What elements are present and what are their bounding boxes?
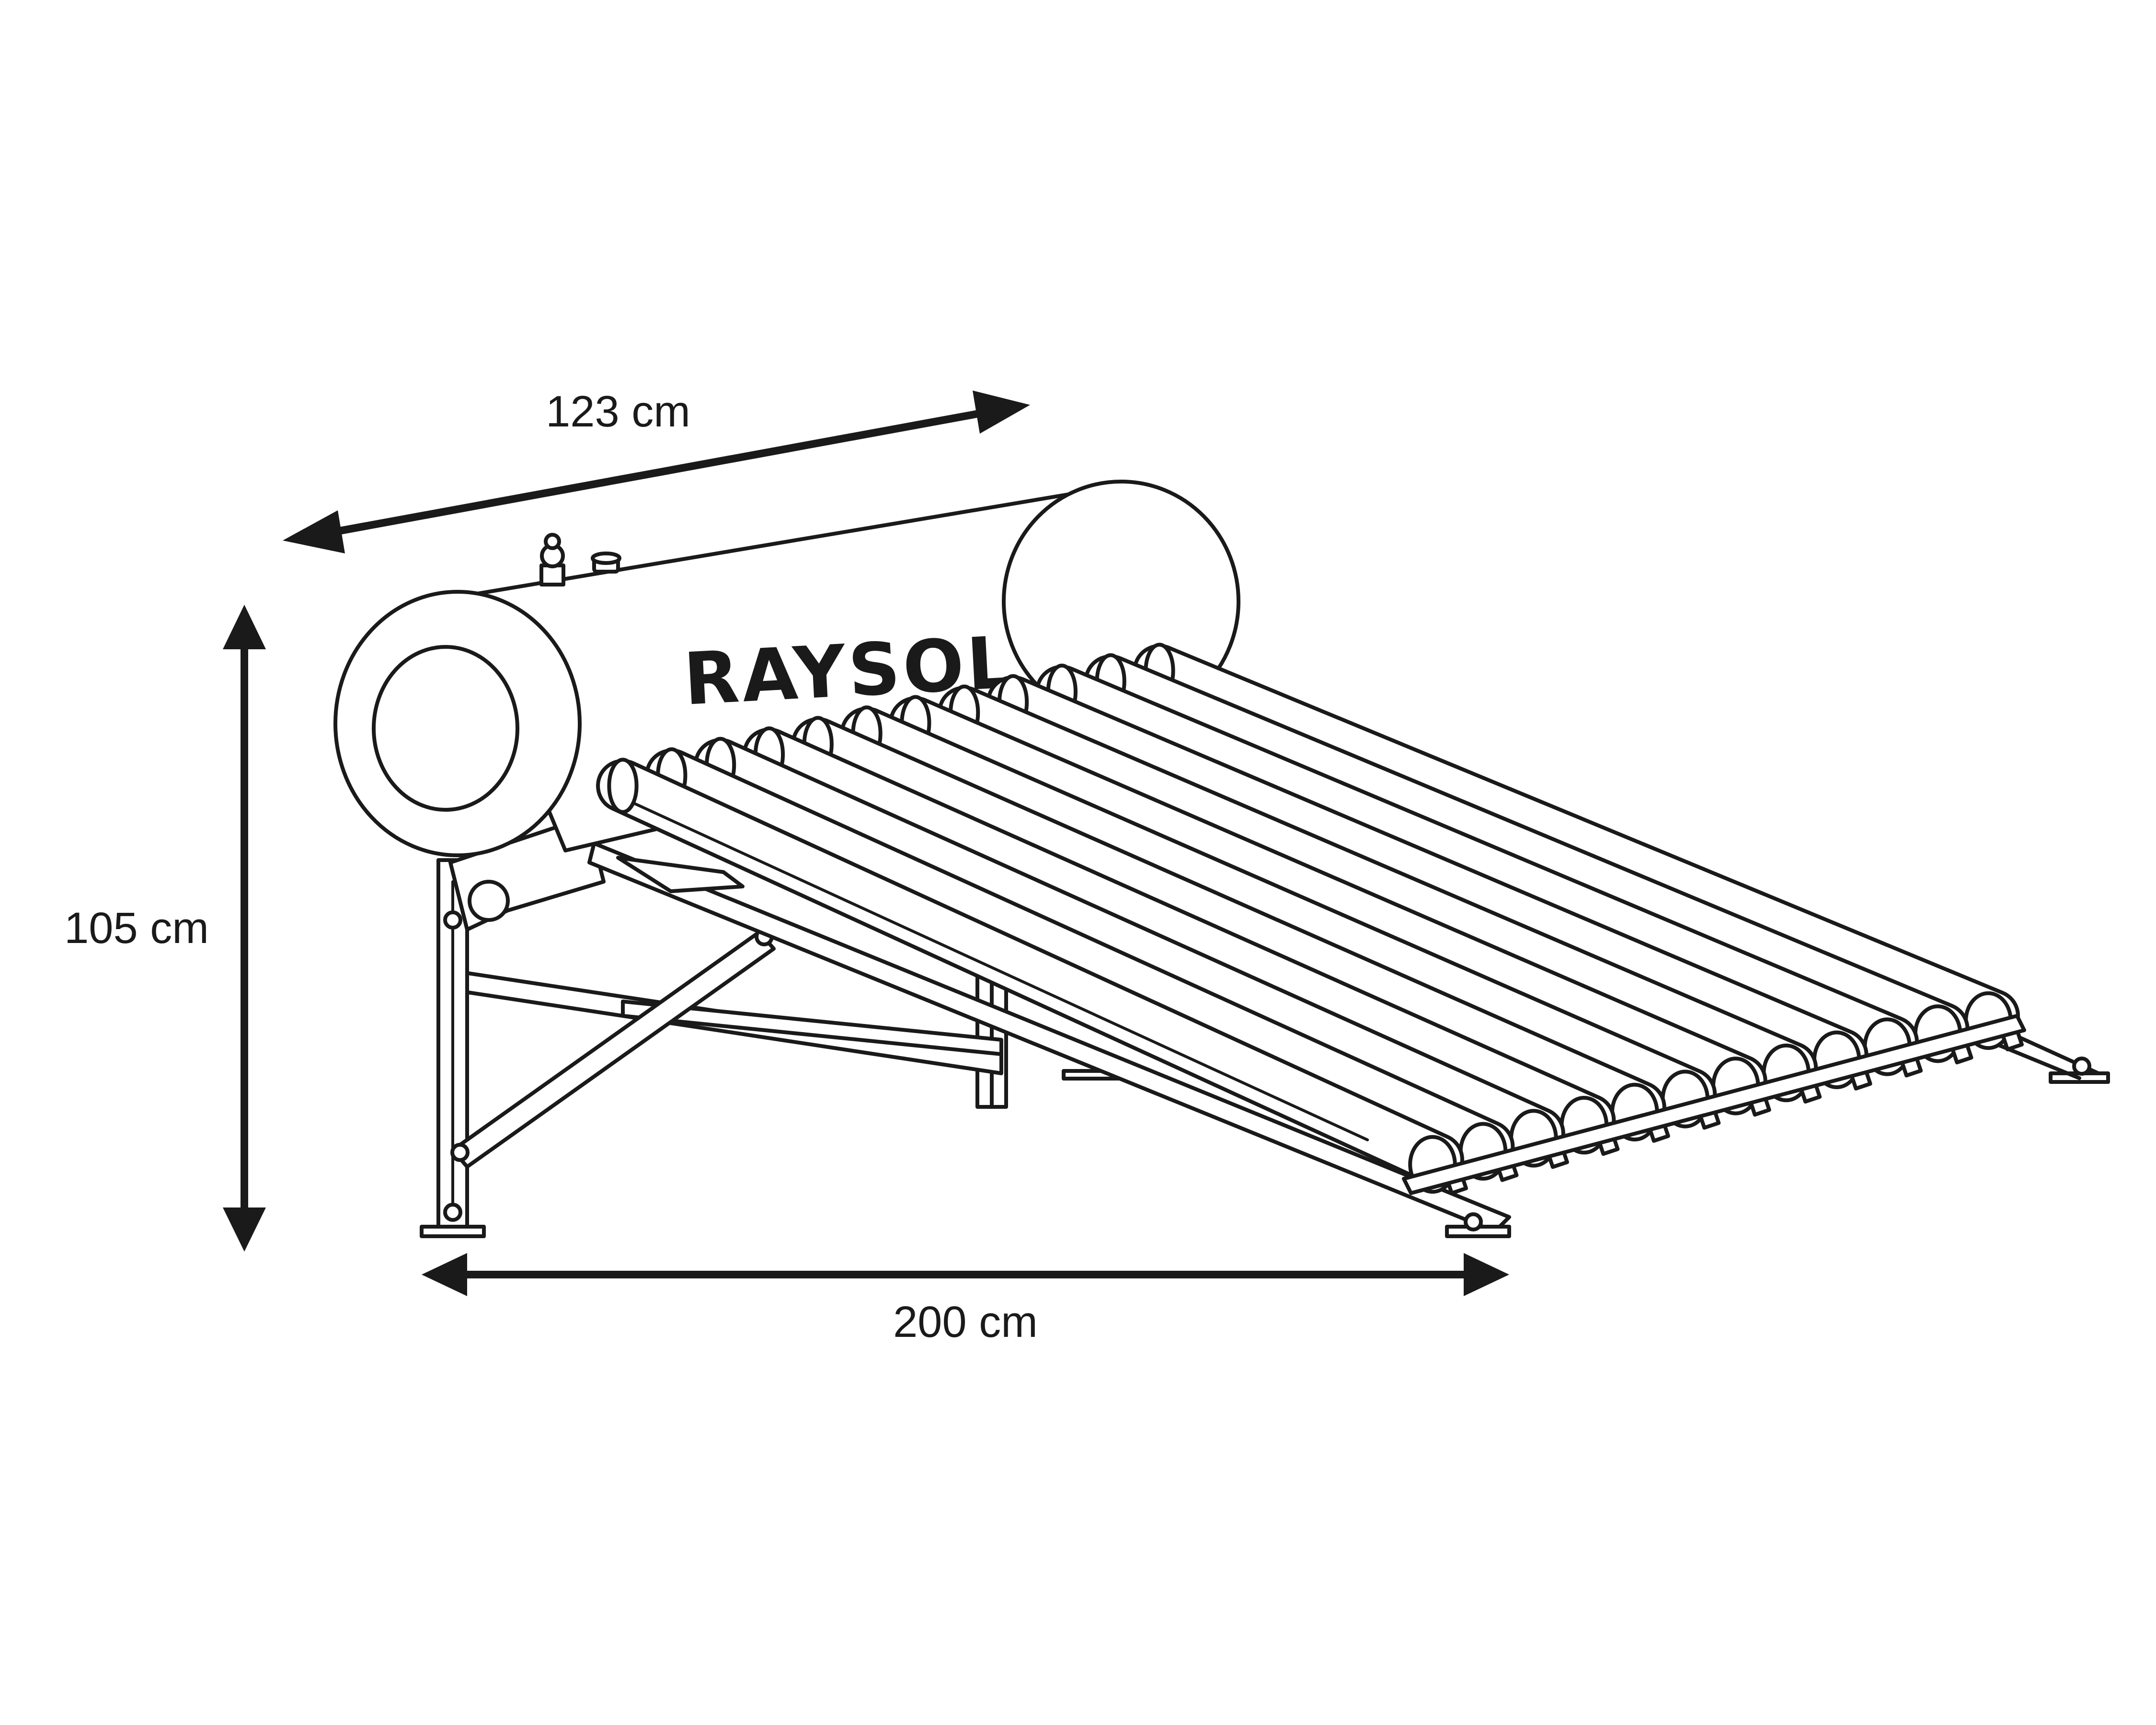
dimension-height: 105 cm (64, 605, 266, 1252)
dimension-length: 123 cm (283, 387, 1030, 553)
dimension-width-label: 200 cm (893, 1298, 1038, 1346)
valve-fitting (539, 533, 565, 586)
evacuated-tubes (596, 643, 2024, 1195)
dimension-width: 200 cm (422, 1253, 1509, 1346)
vent-cap (591, 552, 621, 574)
dimension-height-label: 105 cm (64, 904, 209, 953)
bottom-rail (1402, 1014, 2026, 1195)
tank-end-ring (372, 645, 519, 812)
dimension-length-label: 123 cm (546, 387, 690, 436)
